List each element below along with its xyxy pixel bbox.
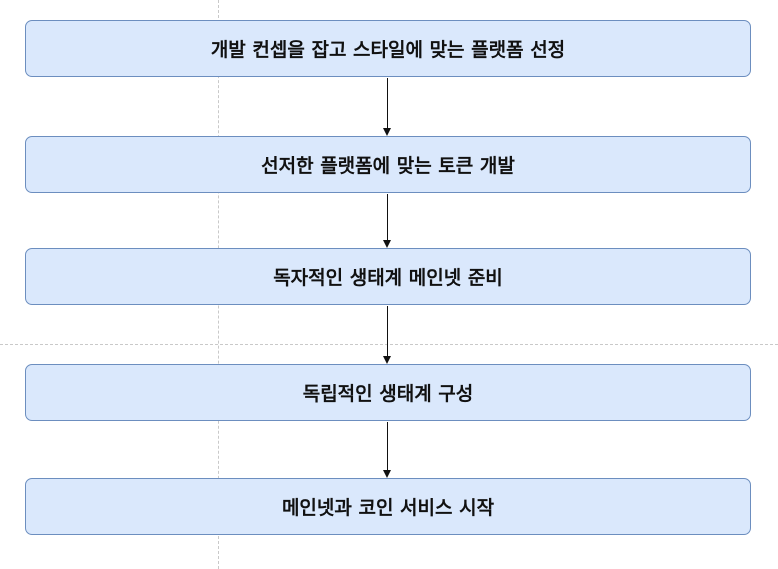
- step-box-5: 메인넷과 코인 서비스 시작: [25, 478, 751, 535]
- arrow-2-to-3: [383, 194, 391, 248]
- step-box-1: 개발 컨셉을 잡고 스타일에 맞는 플랫폼 선정: [25, 20, 751, 77]
- step-label-2: 선저한 플랫폼에 맞는 토큰 개발: [261, 155, 515, 177]
- arrow-head-icon: [383, 240, 391, 248]
- step-label-5: 메인넷과 코인 서비스 시작: [281, 497, 495, 519]
- arrow-1-to-2: [383, 78, 391, 136]
- step-box-2: 선저한 플랫폼에 맞는 토큰 개발: [25, 136, 751, 193]
- horizontal-guide-line: [0, 344, 778, 345]
- step-box-3: 독자적인 생태계 메인넷 준비: [25, 248, 751, 305]
- step-box-4: 독립적인 생태계 구성: [25, 364, 751, 421]
- step-label-3: 독자적인 생태계 메인넷 준비: [273, 267, 503, 289]
- arrow-4-to-5: [383, 422, 391, 478]
- arrow-head-icon: [383, 356, 391, 364]
- step-label-4: 독립적인 생태계 구성: [302, 383, 474, 405]
- step-label-1: 개발 컨셉을 잡고 스타일에 맞는 플랫폼 선정: [210, 39, 566, 61]
- arrow-3-to-4: [383, 306, 391, 364]
- arrow-head-icon: [383, 470, 391, 478]
- arrow-head-icon: [383, 128, 391, 136]
